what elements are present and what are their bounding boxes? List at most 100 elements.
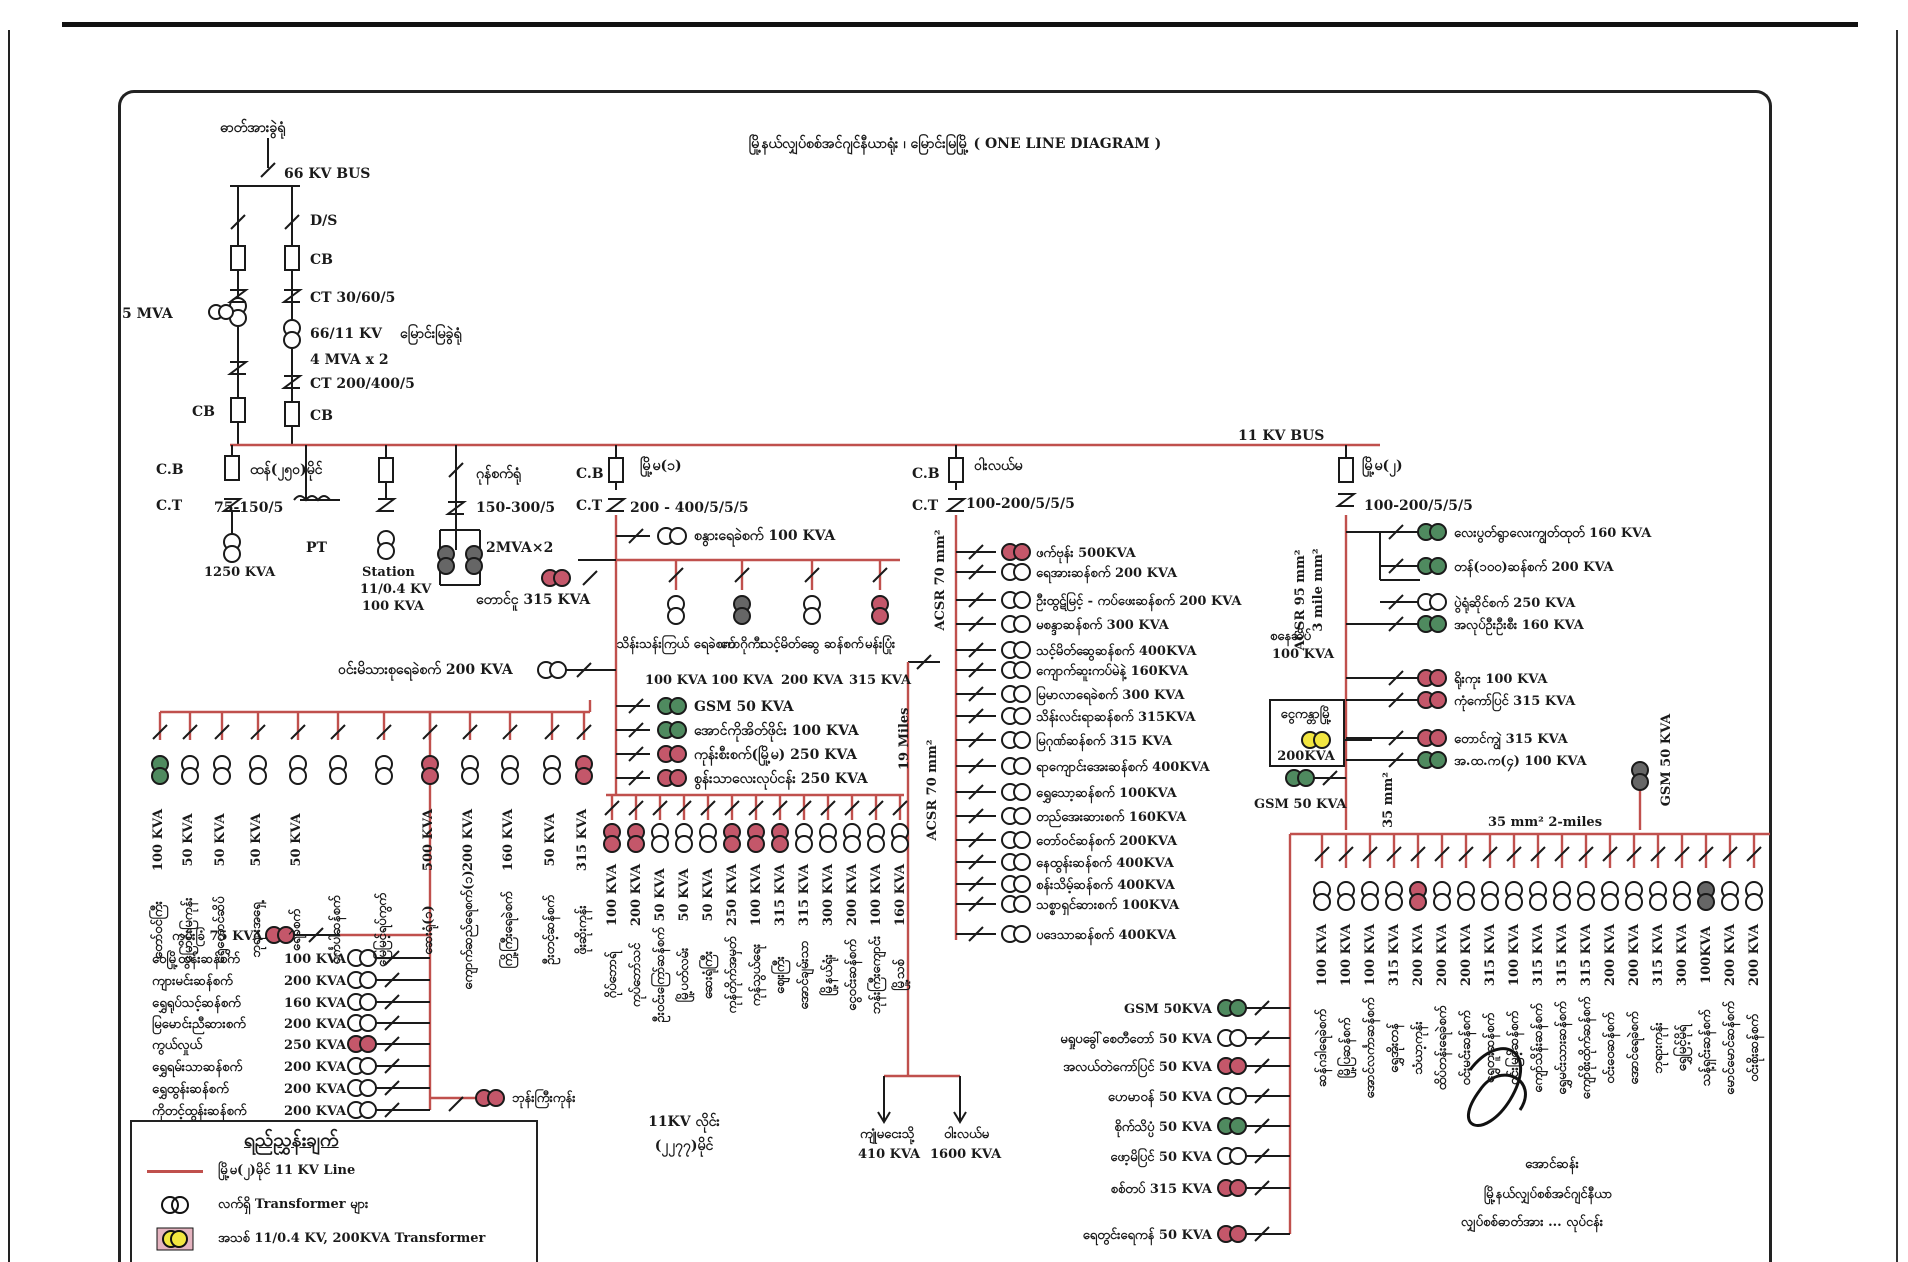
switch-icon <box>384 972 400 988</box>
switch-icon <box>748 800 764 816</box>
load-name: ထိပ်တန်းရေခဲစက် <box>1433 1005 1453 1090</box>
load-label: ဖက်ဗုန်း 500KVA <box>1036 544 1137 564</box>
load-name: ဈေးကြီး <box>770 955 791 993</box>
load-name: မြေမြင့်ရပ်ကွက် <box>372 893 393 967</box>
load-kva: 50 KVA <box>249 813 264 867</box>
transformer-icon-coil <box>1745 893 1763 911</box>
label: ကျားမင်းဆန်စက် <box>152 972 233 992</box>
load-kva: 100 KVA <box>869 863 884 926</box>
transformer-icon-coil <box>1721 893 1739 911</box>
transformer-icon-coil <box>1013 875 1031 893</box>
transformer-icon-coil <box>1433 893 1451 911</box>
transformer-icon-coil <box>213 767 231 785</box>
switch-icon <box>968 808 984 824</box>
switch-icon <box>968 876 984 892</box>
switch-icon <box>1254 1118 1270 1134</box>
transformer-icon-coil <box>819 835 837 853</box>
switch-icon <box>1650 846 1666 862</box>
span-label: 35 mm² 2-miles <box>1488 815 1602 830</box>
load-label: ရာကျောင်းအေးဆန်စက် 400KVA <box>1036 758 1211 778</box>
switch-icon <box>384 994 400 1010</box>
label: C.B <box>576 466 604 482</box>
transformer-icon-coil <box>1577 893 1595 911</box>
load-name: ရွှေတောင်ဆိပ် <box>211 896 231 964</box>
switch-icon <box>290 724 306 740</box>
bus-11kv-label: 11 KV BUS <box>1238 428 1324 444</box>
switch-icon <box>1458 846 1474 862</box>
load-name: ရွှေမင်းသားဆန်စက် <box>1553 1001 1573 1095</box>
transformer-icon-coil <box>377 542 395 560</box>
switch-icon <box>868 800 884 816</box>
switch-icon <box>628 698 644 714</box>
load-name: အောင်ရေခဲစက် <box>1625 1011 1645 1084</box>
transformer-icon-coil <box>1229 1179 1247 1197</box>
load-kva: 100 KVA <box>1315 923 1330 986</box>
load-name: သံဃာ့ကုန်း <box>1409 1021 1429 1075</box>
load-kva: 315 KVA <box>797 863 812 926</box>
label: ကွယ်လှုယ် <box>152 1036 203 1056</box>
switch-icon <box>968 544 984 560</box>
switch-icon <box>384 1058 400 1074</box>
label: ဖော့မိပြင် 50 KVA <box>1110 1147 1213 1168</box>
switch-icon <box>1386 846 1402 862</box>
load-kva: 300 KVA <box>821 863 836 926</box>
label: 150-300/5 <box>476 500 555 516</box>
transformer-icon-coil <box>1013 807 1031 825</box>
tx-label: 66/11 KV <box>310 326 383 342</box>
switch-icon <box>1388 752 1404 768</box>
load-name: ဖိုးဆိုးကုန်း <box>573 905 593 955</box>
load-name: ဟေဂိုကီး <box>720 635 764 655</box>
transformer-icon-coil <box>359 1057 377 1075</box>
load-name: ရွှေတူးဆန်စက် <box>1481 1013 1501 1083</box>
transformer-icon-coil <box>627 835 645 853</box>
transformer-icon-coil <box>437 557 455 575</box>
switch-icon <box>676 800 692 816</box>
load-name: ဂိုပ်ဘောရ် <box>603 950 623 998</box>
switch-icon <box>1482 846 1498 862</box>
label: GSM 50 KVA <box>1659 713 1674 806</box>
transformer-icon-coil <box>1013 563 1031 581</box>
transformer-icon-coil <box>669 527 687 545</box>
switch-icon <box>1388 692 1404 708</box>
pt-label: PT <box>306 540 328 556</box>
pt-icon <box>293 495 331 502</box>
label: C.B <box>156 462 184 478</box>
new-transformer-icon <box>140 1227 210 1251</box>
label: မြို့မ(၂) <box>1362 456 1403 477</box>
load-name: သိန်းသန်းကြယ် ရေခဲစက် <box>616 634 735 655</box>
load-name: မြို့ပတ်လမ်း <box>674 947 695 1002</box>
switch-icon <box>968 662 984 678</box>
transformer-icon-coil <box>1229 1029 1247 1047</box>
load-name: မြောင်းမြကုန်း <box>178 897 199 963</box>
load-kva: 50 KVA <box>213 813 228 867</box>
label: 200 KVA <box>284 1017 347 1032</box>
switch-icon <box>1254 1000 1270 1016</box>
transformer-icon-coil <box>1649 893 1667 911</box>
load-name: ဝင်္ကပါဆန်စက် <box>327 895 347 964</box>
load-kva: 315 KVA <box>1531 923 1546 986</box>
load-label: စန်းသိမ့်ဆန်စက် 400KVA <box>1036 876 1176 896</box>
arrow-down-icon <box>953 1111 967 1124</box>
ct-icon <box>227 289 249 303</box>
transformer-icon-coil <box>575 767 593 785</box>
load-name: မောင်မောင်ဆန်စက် <box>1721 1001 1741 1095</box>
label: ရိုးကုး 100 KVA <box>1454 670 1548 690</box>
label: စနွားရေခဲစက် 100 KVA <box>694 527 836 547</box>
ds-label: D/S <box>310 213 337 229</box>
switch-icon <box>1530 846 1546 862</box>
load-name: တော်ဝင်ကြီး <box>148 900 169 958</box>
switch-icon <box>796 800 812 816</box>
label: အလယ်တဲကော်ပြင် 50 KVA <box>1063 1057 1213 1078</box>
switch-icon <box>628 746 644 762</box>
label: ဂုန်စက်ရုံ <box>476 465 522 485</box>
label: ဝါးလယ်မ <box>944 1125 990 1142</box>
load-kva: 200 KVA <box>1411 923 1426 986</box>
load-name: ဆေးရုံကြီး <box>698 950 719 999</box>
switch-icon <box>1254 1180 1270 1196</box>
switch-icon <box>1722 846 1738 862</box>
transformer-icon-coil <box>1013 757 1031 775</box>
load-name: ကြို့ကြီးရေခဲစက် <box>498 891 519 968</box>
load-kva: 200 KVA <box>1723 923 1738 986</box>
switch-icon <box>968 784 984 800</box>
